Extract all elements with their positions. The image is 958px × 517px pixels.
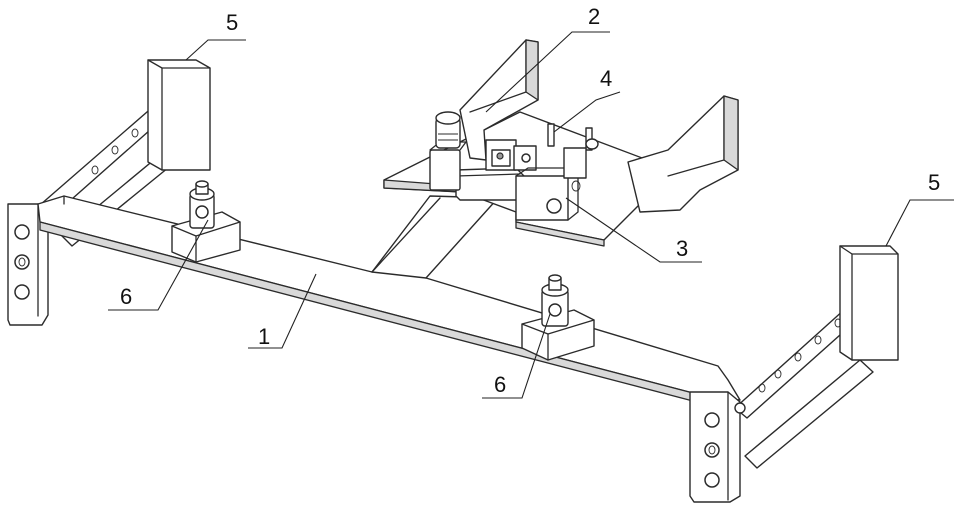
callout-5-left: 5 <box>226 10 238 35</box>
callout-6-right: 6 <box>494 372 506 397</box>
callout-4: 4 <box>600 66 612 91</box>
left-clamp-block <box>172 181 240 262</box>
main-beam <box>38 196 740 406</box>
left-end-block <box>148 60 210 170</box>
callout-3: 3 <box>676 236 688 261</box>
right-end-block <box>840 246 898 360</box>
callout-6-left: 6 <box>120 284 132 309</box>
right-end-plate <box>690 392 745 502</box>
callout-2: 2 <box>588 4 600 29</box>
right-guide-plate <box>628 96 738 212</box>
callout-5-right: 5 <box>928 170 940 195</box>
callout-1: 1 <box>258 324 270 349</box>
